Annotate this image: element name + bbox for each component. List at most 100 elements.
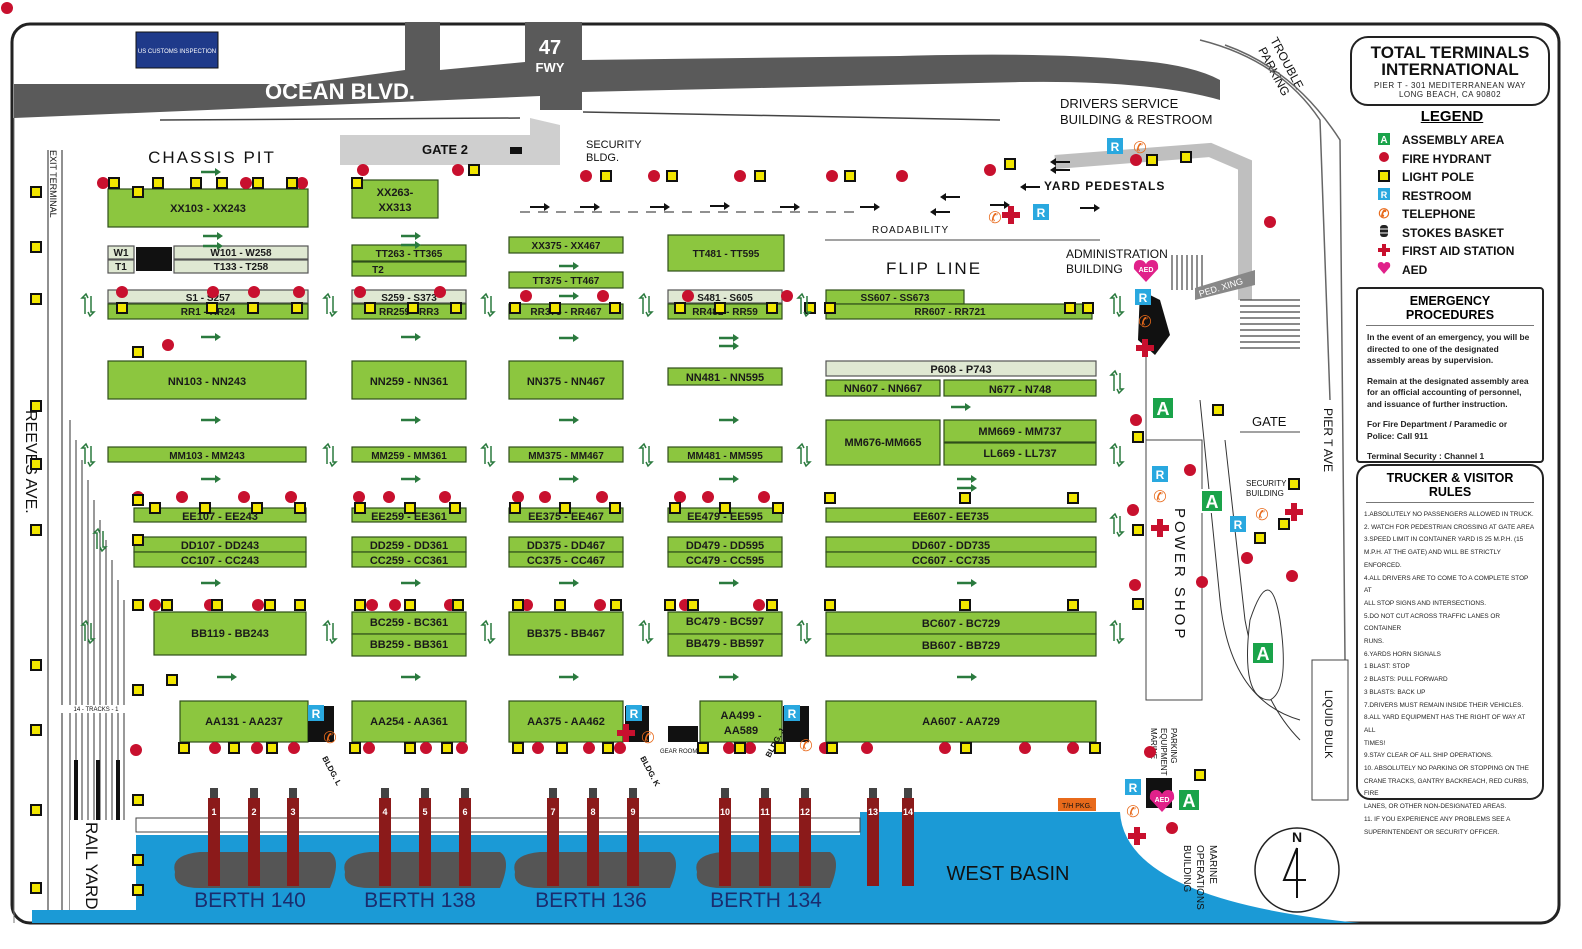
- crane-head: [801, 788, 809, 798]
- marine-ops-label: MARINE: [1207, 845, 1218, 884]
- arrow-head: [1020, 183, 1026, 191]
- svg-text:A: A: [1380, 135, 1387, 145]
- crane-number: 3: [290, 807, 295, 817]
- block-nn607: NN607 - NN667: [844, 383, 922, 395]
- arrow-icon: [401, 579, 421, 587]
- block-nn259: NN259 - NN361: [370, 376, 448, 388]
- th-pkg-label: T/H PKG.: [1062, 803, 1092, 810]
- arrow-icon: [559, 579, 579, 587]
- svg-text:BLDG.: BLDG.: [586, 152, 619, 164]
- arrow-down: [87, 623, 96, 645]
- arrow-icon: [401, 333, 421, 341]
- arrow-head: [971, 673, 977, 681]
- two-way-arrow-icon: [322, 442, 338, 468]
- two-way-arrow-icon: [638, 292, 654, 318]
- road-arrow-icon: [780, 203, 800, 211]
- fire-hydrant-icon: [597, 290, 609, 302]
- arrow-icon: [559, 475, 579, 483]
- berth-140-label: BERTH 140: [194, 889, 306, 912]
- liquid-bulk: [1311, 659, 1349, 801]
- two-way-arrow-icon: [796, 442, 812, 468]
- light-pole-icon: [824, 302, 836, 314]
- fire-hydrant-icon: [251, 742, 263, 754]
- fire-hydrant-icon: [826, 170, 838, 182]
- fire-hydrant-icon: [130, 744, 142, 756]
- arrow-up: [796, 442, 805, 464]
- fire-hydrant-icon: [580, 170, 592, 182]
- arrow-icon: [957, 475, 977, 483]
- arrow-up: [1109, 512, 1118, 534]
- fire-hydrant-icon: [1264, 216, 1276, 228]
- arrow-icon: [719, 579, 739, 587]
- customs-label: US CUSTOMS INSPECTION: [138, 49, 216, 55]
- restroom-letter: R: [312, 707, 321, 721]
- fwy-label: FWY: [536, 60, 565, 75]
- two-way-arrow-icon: [796, 292, 812, 318]
- rule-line: RUNS.: [1364, 638, 1384, 646]
- crane-head: [421, 788, 429, 798]
- restroom-icon: R: [308, 705, 324, 721]
- rule-line: 11. IF YOU EXPERIENCE ANY PROBLEMS SEE A: [1364, 815, 1511, 823]
- crane-icon: 4: [379, 788, 391, 886]
- arrow-head: [217, 242, 223, 250]
- arrow-head: [415, 333, 421, 341]
- fire-hydrant-icon: [583, 742, 595, 754]
- fire-hydrant-icon: [389, 599, 401, 611]
- light-pole-icon: [1004, 158, 1016, 170]
- rule-line: 1 BLAST: STOP: [1364, 663, 1410, 671]
- arrow-head: [573, 292, 579, 300]
- restroom-box: [784, 705, 800, 721]
- west-basin-label: WEST BASIN: [947, 863, 1070, 885]
- fire-hydrant-icon: [456, 742, 468, 754]
- arrow-head: [215, 475, 221, 483]
- arrow-up: [638, 292, 647, 314]
- rule-line: 5.DO NOT CUT ACROSS TRAFFIC LANES OR CON…: [1364, 612, 1501, 633]
- block-w1: W1: [114, 248, 129, 259]
- light-pole-icon: [1064, 302, 1076, 314]
- fire-hydrant-icon: [512, 491, 524, 503]
- aed-text: AED: [1155, 797, 1170, 804]
- restroom-icon: R: [1376, 188, 1392, 203]
- rule-line: 3.SPEED LIMIT IN CONTAINER YARD IS 25 M.…: [1364, 536, 1524, 544]
- telephone-icon: ✆: [988, 210, 1001, 227]
- block-cc607: CC607 - CC735: [912, 555, 990, 567]
- arrow-down: [1116, 446, 1125, 468]
- admin-building: [1138, 290, 1170, 355]
- arrow-up: [796, 292, 805, 314]
- rule-line: CRANE TRACKS, GANTRY BACKREACH, RED CURB…: [1364, 777, 1529, 798]
- arrow-down: [645, 296, 654, 318]
- fire-hydrant-icon: [744, 742, 756, 754]
- block-t133: T133 - T258: [214, 262, 269, 273]
- restroom-icon: R: [1107, 138, 1123, 154]
- road-arrow-icon: [940, 193, 960, 201]
- telephone-icon: ✆: [1138, 314, 1151, 331]
- arrow-icon: [203, 242, 223, 250]
- stokes-basket-icon: [1376, 225, 1392, 240]
- crane-leg: [208, 798, 220, 886]
- light-pole-icon: [669, 502, 681, 514]
- restroom-letter: R: [1139, 291, 1148, 305]
- fire-hydrant-icon: [614, 742, 626, 754]
- fire-hydrant-icon: [357, 164, 369, 176]
- arrow-up: [480, 619, 489, 641]
- arrow-head: [1050, 166, 1056, 174]
- fire-hydrant-icon: [682, 290, 694, 302]
- crane-leg: [459, 798, 471, 886]
- svg-text:OPERATIONS: OPERATIONS: [1194, 845, 1205, 910]
- two-way-arrow-icon: [322, 292, 338, 318]
- crane-leg: [287, 798, 299, 886]
- emergency-p2: Remain at the designated assembly area f…: [1367, 375, 1529, 409]
- crane-icon: 5: [419, 788, 431, 886]
- block-bb119: BB119 - BB243: [191, 628, 269, 640]
- arrow-head: [215, 579, 221, 587]
- light-pole-icon: [512, 599, 524, 611]
- rule-line: 8.ALL YARD EQUIPMENT HAS THE RIGHT OF WA…: [1364, 714, 1526, 734]
- fire-hydrant-icon: [434, 286, 446, 298]
- crane-icon: 14: [902, 788, 914, 886]
- rule-line: 2 BLASTS: PULL FORWARD: [1364, 676, 1448, 684]
- block-cc259: CC259 - CC361: [370, 555, 448, 567]
- gear-room-label: GEAR ROOM: [660, 749, 697, 755]
- light-pole-icon: [30, 400, 42, 412]
- road-arrow-icon: [1080, 204, 1100, 212]
